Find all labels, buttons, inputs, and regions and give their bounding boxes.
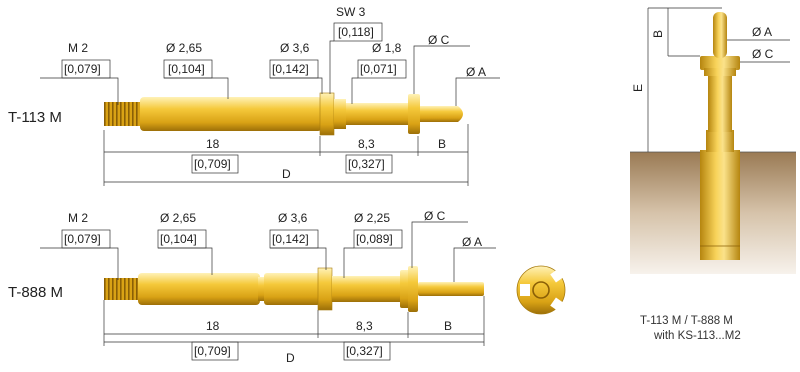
length-2-inch: [0,327] <box>348 157 385 171</box>
callout-collar: Ø 3,6 [0,142] <box>269 41 323 94</box>
caption-line-1: T-113 M / T-888 M <box>640 315 733 327</box>
pin-name: T-113 M <box>8 109 62 126</box>
caption-line-2: with KS-113...M2 <box>653 330 741 342</box>
svg-text:[0,071]: [0,071] <box>360 62 397 76</box>
label-b: B <box>651 30 665 38</box>
length-1-inch: [0,709] <box>194 157 231 171</box>
svg-text:[0,104]: [0,104] <box>168 62 205 76</box>
wrench-key <box>516 265 566 315</box>
groove <box>258 277 266 301</box>
receptacle <box>700 150 740 260</box>
callout-plunger: Ø 1,8 [0,071] <box>351 41 407 104</box>
callout-wrench: SW 3 [0,118] <box>329 5 383 94</box>
svg-text:[0,079]: [0,079] <box>64 232 101 246</box>
svg-text:[0,142]: [0,142] <box>272 62 309 76</box>
svg-text:Ø C: Ø C <box>428 33 450 47</box>
barrel <box>708 74 732 132</box>
barrel <box>140 97 322 131</box>
callout-collar: Ø 3,6 [0,142] <box>269 211 327 270</box>
length-2-mm: 8,3 <box>356 319 373 333</box>
svg-text:Ø 3,6: Ø 3,6 <box>280 41 310 55</box>
tip-a <box>713 12 727 58</box>
svg-text:[0,142]: [0,142] <box>272 232 309 246</box>
label-e: E <box>631 84 645 92</box>
flange-c <box>408 94 420 134</box>
callout-barrel: Ø 2,65 [0,104] <box>157 211 213 275</box>
length-b: B <box>438 137 446 151</box>
length-2-mm: 8,3 <box>358 137 375 151</box>
svg-text:[0,079]: [0,079] <box>64 62 101 76</box>
barrel-rear <box>264 273 320 305</box>
plunger <box>346 103 410 125</box>
flange-c <box>700 56 740 70</box>
collar <box>319 92 335 136</box>
barrel <box>138 273 260 305</box>
thread <box>104 102 142 126</box>
callout-c: Ø C <box>413 33 470 94</box>
callout-a: Ø A <box>453 235 496 282</box>
side-view: Ø A Ø C B E T-113 M / T-888 M with KS-11… <box>630 7 796 342</box>
svg-text:M 2: M 2 <box>68 211 88 225</box>
collar <box>317 267 333 311</box>
length-1-mm: 18 <box>206 319 220 333</box>
length-d: D <box>282 167 291 181</box>
pin-name: T-888 M <box>8 284 63 301</box>
collar-upper <box>706 130 734 152</box>
label-c: Ø C <box>752 47 774 61</box>
svg-text:Ø 2,65: Ø 2,65 <box>166 41 202 55</box>
length-1-inch: [0,709] <box>194 344 231 358</box>
length-d: D <box>286 351 295 365</box>
callout-c: Ø C <box>411 209 468 268</box>
thread <box>104 278 140 300</box>
length-b: B <box>444 319 452 333</box>
flange-front <box>400 270 410 308</box>
length-1-mm: 18 <box>206 137 220 151</box>
callout-barrel: Ø 2,65 [0,104] <box>163 41 229 99</box>
svg-text:Ø 2,25: Ø 2,25 <box>354 211 390 225</box>
svg-text:M 2: M 2 <box>68 41 88 55</box>
svg-text:[0,089]: [0,089] <box>356 232 393 246</box>
svg-text:SW 3: SW 3 <box>336 5 366 19</box>
svg-text:Ø 1,8: Ø 1,8 <box>372 41 402 55</box>
callout-plunger: Ø 2,25 [0,089] <box>343 211 403 278</box>
callout-thread: M 2 [0,079] <box>40 211 119 280</box>
svg-text:Ø C: Ø C <box>424 209 446 223</box>
svg-text:Ø 2,65: Ø 2,65 <box>160 211 196 225</box>
callout-thread: M 2 [0,079] <box>40 41 119 105</box>
length-2-inch: [0,327] <box>346 344 383 358</box>
svg-text:[0,118]: [0,118] <box>338 25 374 39</box>
dimension-lines: 18 [0,709] 8,3 [0,327] B D <box>103 124 469 186</box>
tip-a <box>418 282 484 296</box>
svg-text:Ø 3,6: Ø 3,6 <box>278 211 308 225</box>
plunger <box>332 276 402 302</box>
svg-text:Ø A: Ø A <box>466 65 486 79</box>
pin-t113: T-113 M M 2 [0,079] Ø 2,65 [0,104] Ø 3,6 <box>8 5 500 186</box>
svg-text:Ø A: Ø A <box>462 235 482 249</box>
pin-t888: T-888 M M 2 [0,079] Ø 2,65 [0,104] <box>8 209 566 365</box>
flange-c <box>408 266 418 312</box>
callout-a: Ø A <box>455 65 500 106</box>
svg-text:[0,104]: [0,104] <box>160 232 197 246</box>
label-a: Ø A <box>752 25 772 39</box>
dimension-lines: 18 [0,709] 8,3 [0,327] B D <box>103 296 485 365</box>
neck <box>334 99 346 129</box>
tip-a <box>420 106 463 122</box>
